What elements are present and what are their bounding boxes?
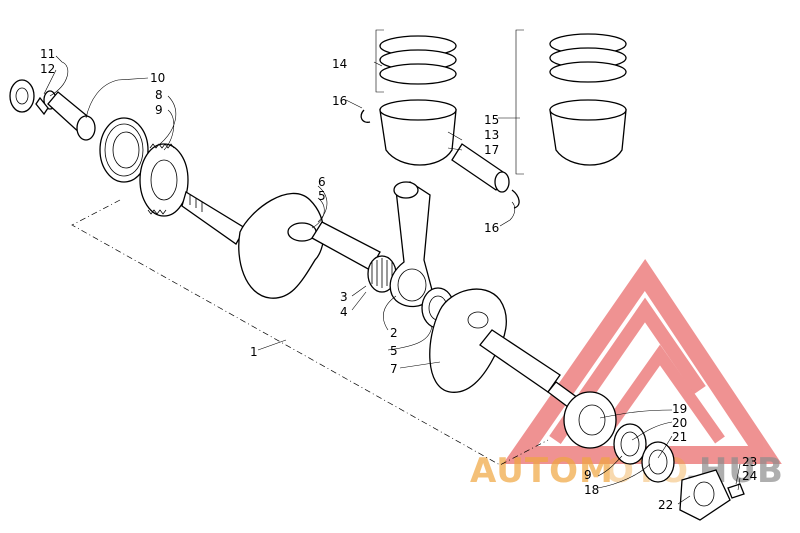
bracket-15 [515,29,524,175]
callout-9a: 9 [155,103,163,117]
watermark-logo [502,259,782,464]
timing-gear [139,143,189,217]
callout-17: 17 [484,143,499,157]
callout-20: 20 [672,416,687,430]
callout-9b: 9 [584,468,592,482]
callout-16a: 16 [332,94,347,108]
callout-11: 11 [40,47,55,61]
piston-pin [451,143,510,193]
callout-22: 22 [658,498,673,512]
watermark-text-left: AUTOM [470,451,614,491]
connecting-rod [389,181,433,308]
callout-5b: 5 [318,189,326,203]
callout-2: 2 [390,326,398,340]
callout-4: 4 [340,305,348,319]
callout-24: 24 [742,469,757,483]
crankshaft-left [181,191,381,299]
bearing-left-small [9,79,57,116]
callout-18: 18 [584,483,599,497]
callout-7: 7 [390,362,398,376]
callout-1: 1 [250,345,258,359]
callout-13: 13 [484,128,499,142]
callout-19: 19 [672,402,687,416]
callout-15: 15 [484,113,499,127]
callout-5a: 5 [390,344,398,358]
crankshaft-right [429,288,579,411]
circlips [360,109,520,209]
bearing-right-large [563,391,617,449]
bracket-14 [375,29,384,93]
spacer-sleeve [47,91,96,141]
callout-21: 21 [672,430,687,444]
seal-stack [613,423,675,483]
callout-12: 12 [40,62,55,76]
callout-8: 8 [155,88,163,102]
piston-right [549,33,627,166]
callout-16b: 16 [484,221,499,235]
main-bearing [99,117,149,183]
callout-3: 3 [340,290,348,304]
assembly-bracket [71,199,549,466]
retainer-plate [679,469,745,521]
callout-10: 10 [150,71,165,85]
callout-23: 23 [742,455,757,469]
callout-14: 14 [332,57,347,71]
callout-6: 6 [318,175,326,189]
piston-left [379,35,457,166]
leader-lines [43,55,741,505]
